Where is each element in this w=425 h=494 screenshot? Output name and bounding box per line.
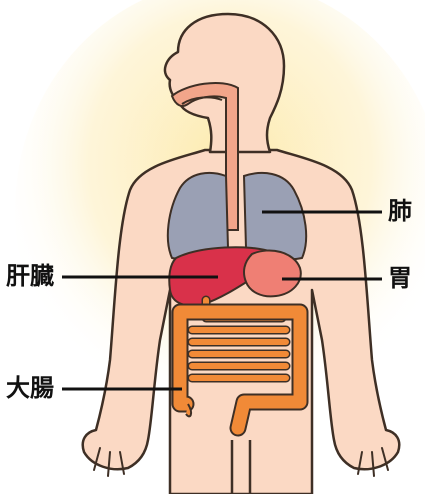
stomach bbox=[244, 250, 301, 296]
label-lung: 肺 bbox=[388, 199, 412, 223]
label-liver: 肝臓 bbox=[6, 264, 54, 288]
label-large-intestine: 大腸 bbox=[6, 376, 54, 400]
label-stomach: 胃 bbox=[388, 266, 412, 290]
